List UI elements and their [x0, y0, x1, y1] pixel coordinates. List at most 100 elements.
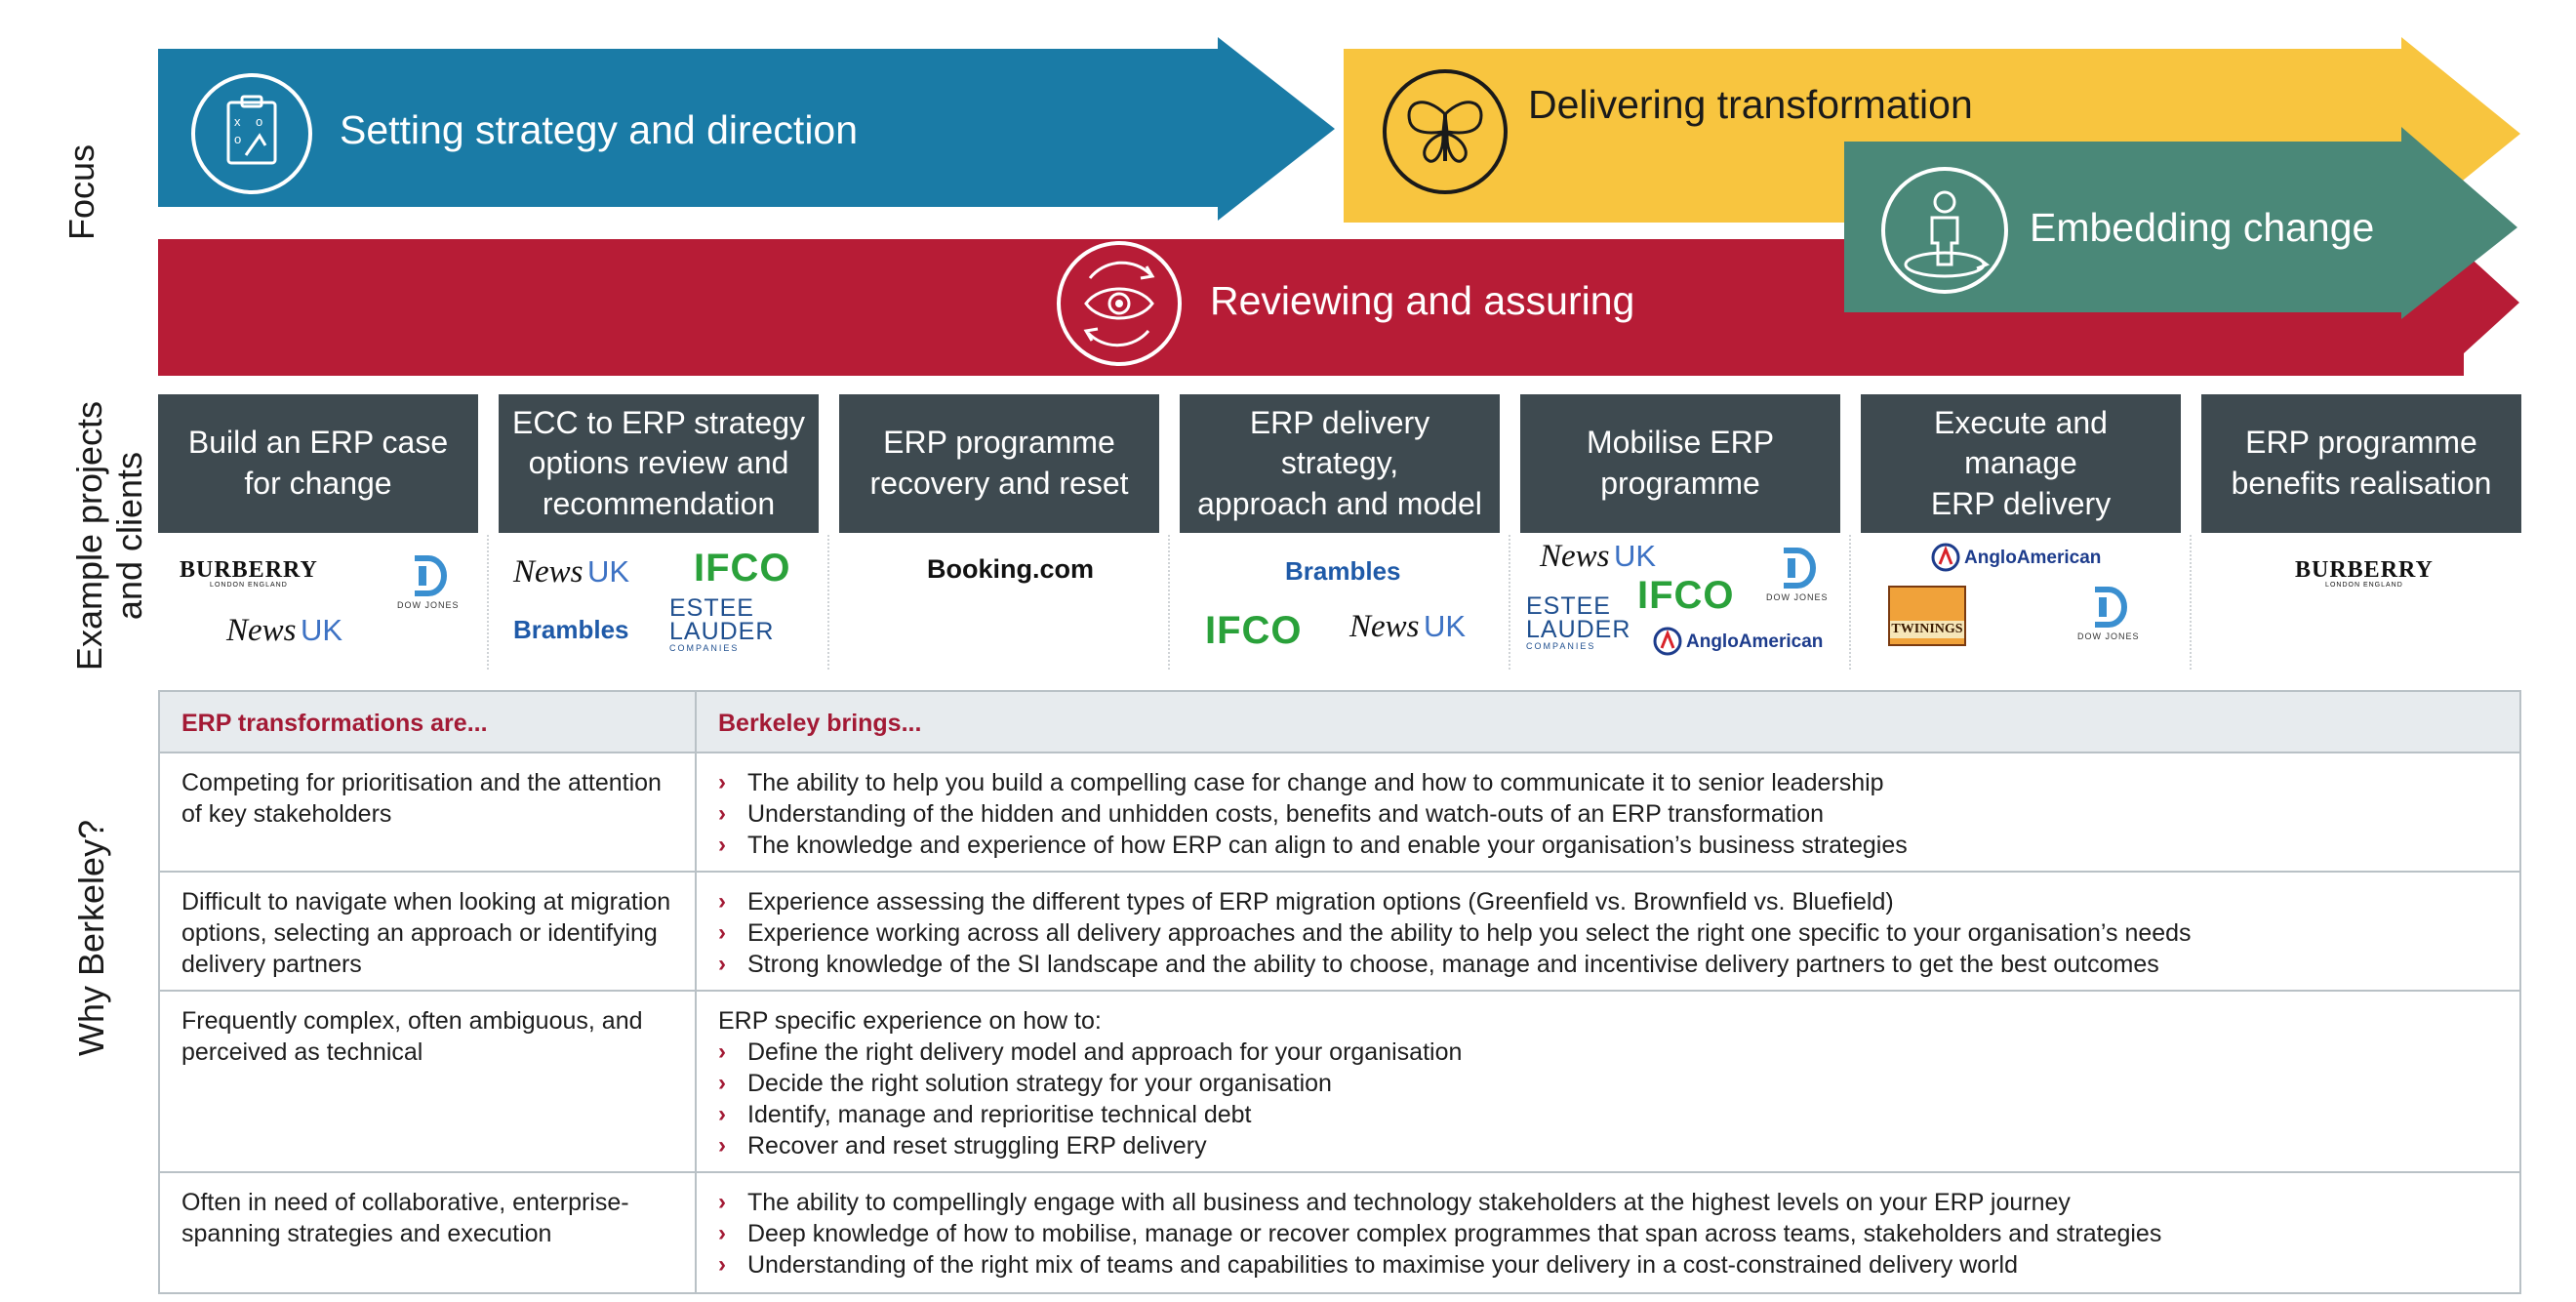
burberry-logo: BURBERRY LONDON ENGLAND [2295, 557, 2434, 589]
focus-arrows [158, 37, 2520, 376]
project-box: ERP programme benefits realisation [2201, 394, 2521, 533]
chevron-right-icon: › [718, 1189, 726, 1215]
reviewing-arrow-label: Reviewing and assuring [1210, 278, 1635, 323]
table-row: Difficult to navigate when looking at mi… [158, 871, 2521, 992]
anglo-american-mark-icon [1931, 543, 1960, 572]
chevron-right-icon: › [718, 951, 726, 977]
chevron-right-icon: › [718, 1132, 726, 1159]
news-uk-logo: News UK [226, 613, 343, 648]
news-uk-logo: News UK [1349, 609, 1467, 644]
twinings-logo: TWININGS [1888, 586, 1966, 646]
project-box: ERP programme recovery and reset [839, 394, 1159, 533]
logo-cell: News UK DOW JONES ESTEE LAUDER COMPANIES… [1510, 535, 1851, 670]
estee-lauder-logo: ESTEE LAUDER COMPANIES [1526, 592, 1631, 651]
chevron-right-icon: › [718, 769, 726, 795]
offering-cell: ERP specific experience on how to: › Defin… [695, 990, 2521, 1173]
anglo-american-logo: AngloAmerican [1931, 543, 2101, 572]
logo-cell: BURBERRY LONDON ENGLAND [2192, 535, 2521, 670]
svg-text:o: o [234, 132, 241, 146]
bullet-text: Understanding of the right mix of teams … [747, 1251, 2018, 1279]
bullet-item: › Deep knowledge of how to mobilise, mana… [718, 1218, 2498, 1249]
example-projects-label: Example projects and clients [69, 400, 150, 671]
project-box: ECC to ERP strategy options review and r… [499, 394, 819, 533]
table-header-right: Berkeley brings... [695, 690, 2521, 753]
ifco-logo: IFCO [1205, 609, 1303, 652]
project-box: Mobilise ERP programme [1520, 394, 1840, 533]
table-header-left: ERP transformations are... [158, 690, 697, 753]
bullet-item: › The ability to compellingly engage with… [718, 1187, 2498, 1218]
offering-intro: ERP specific experience on how to: [718, 1007, 1102, 1035]
chevron-right-icon: › [718, 888, 726, 915]
ifco-logo: IFCO [694, 547, 791, 590]
bullet-text: Understanding of the hidden and unhidden… [747, 800, 1825, 828]
bullet-text: Deep knowledge of how to mobilise, manag… [747, 1220, 2162, 1247]
chevron-right-icon: › [718, 1251, 726, 1278]
bullet-item: › Identify, manage and reprioritise techn… [718, 1099, 2498, 1130]
bullet-item: › Understanding of the hidden and unhidde… [718, 798, 2498, 830]
bullet-text: Experience working across all delivery a… [747, 919, 2192, 947]
chevron-right-icon: › [718, 1038, 726, 1065]
bullet-item: › Experience assessing the different type… [718, 886, 2498, 917]
table-header-row: ERP transformations are... Berkeley brin… [158, 690, 2521, 753]
embedding-arrow-label: Embedding change [2030, 205, 2375, 250]
chevron-right-icon: › [718, 1220, 726, 1246]
offering-cell: › The ability to help you build a compell… [695, 752, 2521, 873]
person-cycle-icon [1881, 167, 2008, 294]
logo-cell: News UK IFCO Brambles ESTEE LAUDER COMPA… [489, 535, 829, 670]
challenge-cell: Competing for prioritisation and the att… [158, 752, 697, 873]
dow-jones-mark-icon [2094, 587, 2127, 628]
challenge-cell: Often in need of collaborative, enterpri… [158, 1171, 697, 1294]
why-berkeley-table: ERP transformations are... Berkeley brin… [158, 690, 2521, 1294]
eye-cycle-icon [1057, 241, 1182, 366]
burberry-logo: BURBERRY LONDON ENGLAND [180, 557, 318, 589]
logo-cell: Booking.com [829, 535, 1170, 670]
bullet-text: Experience assessing the different types… [747, 888, 1894, 915]
bullet-item: ›Decide the right solution strategy for … [718, 1068, 2498, 1099]
logo-cell: AngloAmerican TWININGS DOW JONES [1851, 535, 2192, 670]
anglo-american-logo: AngloAmerican [1653, 627, 1823, 656]
chevron-right-icon: › [718, 919, 726, 946]
bullet-item: › Recover and reset struggling ERP delive… [718, 1130, 2498, 1161]
transformation-arrow-label: Delivering transformation [1528, 82, 1973, 127]
bullet-text: The knowledge and experience of how ERP … [747, 832, 1908, 859]
svg-text:x: x [234, 114, 241, 129]
logo-cell: Brambles IFCO News UK [1170, 535, 1510, 670]
offering-cell: › Experience assessing the different type… [695, 871, 2521, 992]
booking-logo: Booking.com [927, 554, 1095, 584]
bullet-item: › Understanding of the right mix of teams… [718, 1249, 2498, 1281]
news-uk-logo: News UK [1540, 539, 1657, 574]
ifco-logo: IFCO [1637, 574, 1735, 617]
offering-cell: › The ability to compellingly engage with… [695, 1171, 2521, 1294]
table-row: Often in need of collaborative, enterpri… [158, 1171, 2521, 1294]
bullet-text: Define the right delivery model and appr… [747, 1038, 1463, 1066]
bullet-text: Strong knowledge of the SI landscape and… [747, 951, 2159, 978]
bullet-item: › Strong knowledge of the SI landscape an… [718, 949, 2498, 980]
chevron-right-icon: › [718, 1101, 726, 1127]
logo-cell: BURBERRY LONDON ENGLAND DOW JONES News U… [158, 535, 489, 670]
news-uk-logo: News UK [513, 554, 630, 590]
project-box: Build an ERP case for change [158, 394, 478, 533]
table-row: Frequently complex, often ambiguous, and… [158, 990, 2521, 1173]
dow-jones-mark-icon [1783, 548, 1816, 589]
bullet-text: The ability to compellingly engage with … [747, 1189, 2071, 1216]
dow-jones-logo: DOW JONES [397, 554, 460, 610]
dow-jones-logo: DOW JONES [2077, 586, 2140, 641]
dow-jones-mark-icon [414, 555, 447, 596]
why-berkeley-label: Why Berkeley? [71, 819, 111, 1056]
bullet-text: The ability to help you build a compelli… [747, 769, 1884, 796]
brambles-logo: Brambles [513, 615, 629, 644]
chevron-right-icon: › [718, 832, 726, 858]
dow-jones-logo: DOW JONES [1766, 547, 1829, 602]
butterfly-icon [1383, 69, 1508, 194]
estee-lauder-logo: ESTEE LAUDER COMPANIES [669, 594, 775, 653]
bullet-item: › Define the right delivery model and app… [718, 1037, 2498, 1068]
chevron-right-icon: › [718, 800, 726, 827]
bullet-text: Recover and reset struggling ERP deliver… [747, 1132, 1207, 1160]
challenge-cell: Frequently complex, often ambiguous, and… [158, 990, 697, 1173]
bullet-item: › The knowledge and experience of how ERP… [718, 830, 2498, 861]
clipboard-play-icon: x o o [191, 73, 312, 194]
bullet-text: Identify, manage and reprioritise techni… [747, 1101, 1252, 1128]
bullet-item: › Experience working across all delivery … [718, 917, 2498, 949]
project-box: Execute and manage ERP delivery [1861, 394, 2181, 533]
strategy-arrow [158, 37, 1335, 221]
